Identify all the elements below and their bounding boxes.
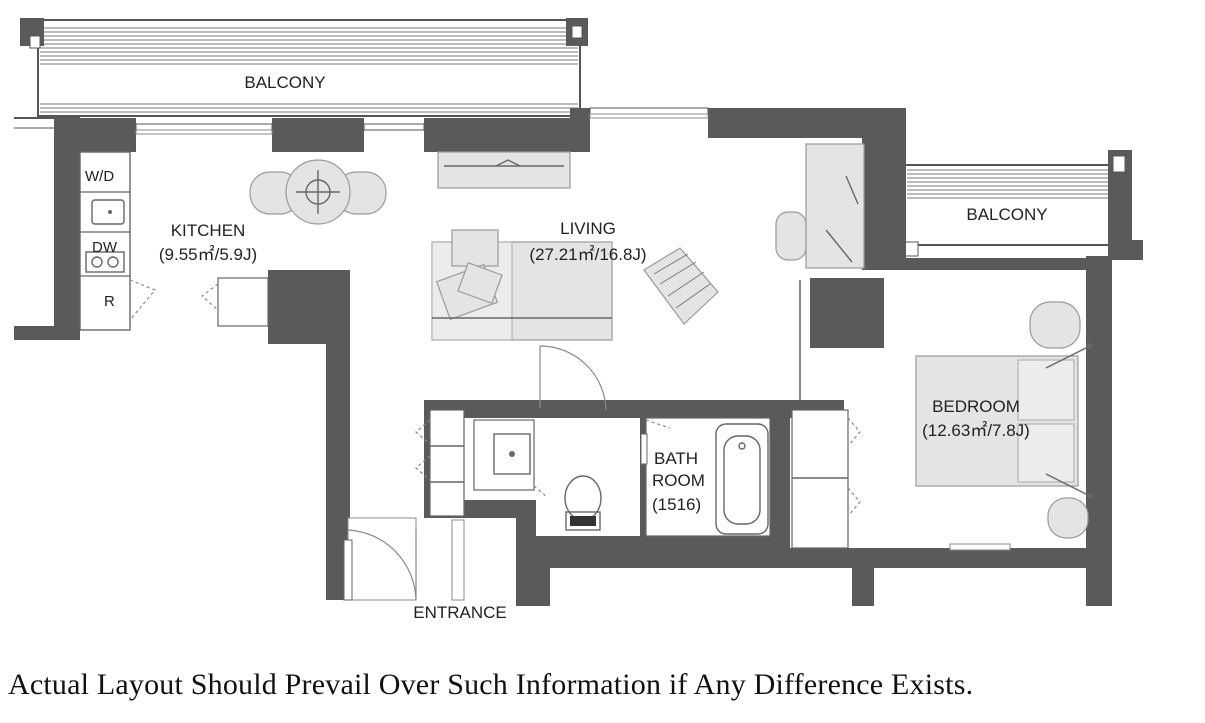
lounge-chair bbox=[643, 247, 719, 325]
sofa bbox=[431, 229, 613, 341]
pantry bbox=[217, 277, 269, 327]
sink bbox=[91, 199, 125, 225]
desk bbox=[775, 143, 865, 269]
tv-console bbox=[437, 151, 571, 189]
kitchen-counter bbox=[79, 151, 269, 331]
kitchen-area: (9.55㎡/5.9J) bbox=[159, 245, 257, 264]
bathtub bbox=[715, 423, 769, 535]
kitchen-label: KITCHEN bbox=[171, 221, 246, 240]
balcony-top-label: BALCONY bbox=[244, 73, 325, 92]
bedroom-label: BEDROOM bbox=[932, 397, 1020, 416]
refrigerator-label: R bbox=[104, 293, 115, 310]
living-label: LIVING bbox=[560, 219, 616, 238]
floor-plan: BALCONY BALCONY W/D DW R KITCHEN (9.55㎡/… bbox=[14, 18, 1143, 622]
shoe-closet bbox=[429, 409, 465, 517]
bathroom-label-line3: (1516) bbox=[652, 495, 701, 514]
entrance-area bbox=[343, 409, 465, 601]
balcony-top-railing bbox=[40, 27, 578, 113]
toilet bbox=[564, 475, 602, 531]
bed bbox=[915, 301, 1093, 551]
entrance-label: ENTRANCE bbox=[413, 603, 507, 622]
bathroom-label-line1: BATH bbox=[654, 449, 698, 468]
bedroom-closet bbox=[791, 409, 861, 549]
dishwasher-label: DW bbox=[92, 239, 118, 256]
bathroom-label-line2: ROOM bbox=[652, 471, 705, 490]
disclaimer-text: Actual Layout Should Prevail Over Such I… bbox=[8, 668, 974, 701]
stove bbox=[85, 251, 125, 273]
washroom bbox=[473, 419, 602, 531]
washer-dryer-label: W/D bbox=[85, 168, 114, 185]
living-door bbox=[539, 345, 607, 411]
balcony-top bbox=[14, 18, 588, 129]
balcony-right-railing bbox=[907, 169, 1110, 199]
dining-set bbox=[249, 159, 387, 225]
bedroom-area: (12.63㎡/7.8J) bbox=[922, 421, 1030, 440]
bathroom bbox=[640, 417, 771, 537]
vanity-basin bbox=[493, 433, 531, 475]
entrance-door bbox=[347, 529, 417, 601]
living-area: (27.21㎡/16.8J) bbox=[529, 245, 646, 264]
nightstand-top bbox=[1029, 301, 1081, 349]
balcony-right-label: BALCONY bbox=[966, 205, 1047, 224]
walls bbox=[14, 107, 1112, 606]
nightstand-bottom bbox=[1047, 497, 1089, 539]
